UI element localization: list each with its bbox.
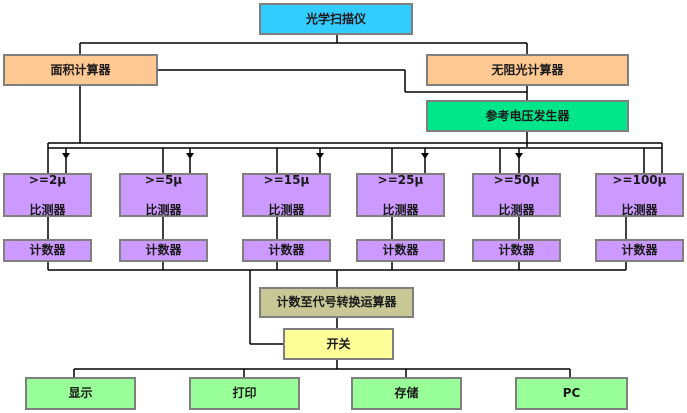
comparator-threshold: >=50μ — [493, 172, 540, 187]
counter-2: 计数器 — [119, 239, 208, 262]
switch-box: 开关 — [283, 328, 394, 360]
comparator-threshold: >=2μ — [28, 172, 67, 187]
comparator-label: 比测器 — [268, 202, 305, 217]
reference-voltage-generator-box: 参考电压发生器 — [426, 100, 629, 132]
comparator-label: 比测器 — [29, 202, 66, 217]
counter-4: 计数器 — [356, 239, 445, 262]
counter-6: 计数器 — [595, 239, 684, 262]
comparator-label: 比测器 — [498, 202, 535, 217]
counter-1: 计数器 — [3, 239, 92, 262]
comparator-25u: >=25μ 比测器 — [356, 173, 445, 217]
count-to-code-converter-box: 计数至代号转换运算器 — [259, 287, 414, 318]
shading-calculator-box: 无阻光计算器 — [426, 54, 629, 86]
comparator-label: 比测器 — [145, 202, 182, 217]
optical-scanner-box: 光学扫描仪 — [259, 3, 413, 35]
comparator-threshold: >=25μ — [377, 172, 424, 187]
comparator-label: 比测器 — [382, 202, 419, 217]
print-output-box: 打印 — [189, 377, 300, 410]
pc-output-box: PC — [515, 377, 628, 410]
comparator-2u: >=2μ 比测器 — [3, 173, 92, 217]
comparator-100u: >=100μ 比测器 — [595, 173, 684, 217]
comparator-label: 比测器 — [621, 202, 658, 217]
display-output-box: 显示 — [25, 377, 136, 410]
comparator-threshold: >=15μ — [263, 172, 310, 187]
counter-5: 计数器 — [472, 239, 561, 262]
comparator-15u: >=15μ 比测器 — [242, 173, 331, 217]
comparator-5u: >=5μ 比测器 — [119, 173, 208, 217]
storage-output-box: 存储 — [351, 377, 462, 410]
comparator-threshold: >=5μ — [144, 172, 183, 187]
comparator-threshold: >=100μ — [612, 172, 667, 187]
comparator-50u: >=50μ 比测器 — [472, 173, 561, 217]
counter-3: 计数器 — [242, 239, 331, 262]
area-calculator-box: 面积计算器 — [3, 54, 158, 86]
